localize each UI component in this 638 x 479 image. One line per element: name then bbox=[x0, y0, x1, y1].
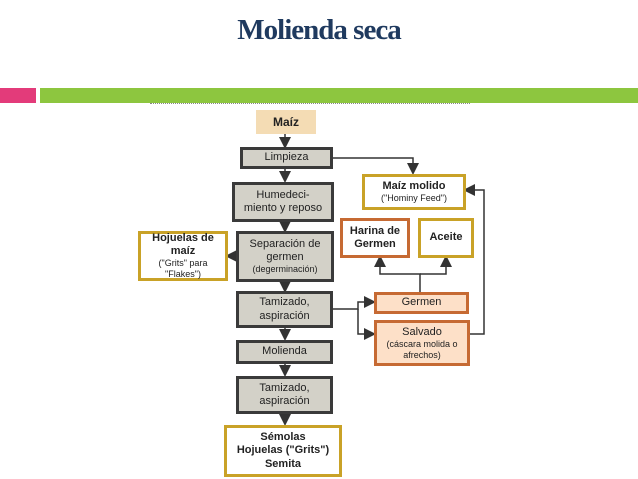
box-molienda: Molienda bbox=[236, 340, 333, 364]
box-aceite-label: Aceite bbox=[429, 231, 463, 244]
box-salvado-label: Salvado bbox=[402, 325, 442, 338]
box-separacion: Separación de germen (degerminación) bbox=[236, 231, 334, 282]
arrow-tamiz1-salvado bbox=[357, 309, 376, 340]
accent-bar-pink bbox=[0, 88, 36, 103]
box-germen-label: Germen bbox=[401, 296, 442, 309]
box-semolas: Sémolas Hojuelas ("Grits") Semita bbox=[224, 425, 342, 477]
arrow-limpieza-maizmolido bbox=[333, 157, 419, 175]
box-limpieza-label: Limpieza bbox=[264, 151, 309, 164]
arrow-germen-aceite bbox=[420, 255, 452, 275]
box-harina-label: Harina de Germen bbox=[349, 224, 401, 250]
box-maiz-molido: Maíz molido ("Hominy Feed") bbox=[362, 174, 466, 210]
slide-title: Molienda seca bbox=[237, 14, 401, 46]
box-maiz-molido-sub: ("Hominy Feed") bbox=[381, 193, 447, 204]
box-maiz-molido-label: Maíz molido bbox=[382, 180, 446, 192]
arrow-salvado-maizmolido bbox=[463, 184, 485, 335]
box-molienda-label: Molienda bbox=[262, 345, 307, 358]
box-salvado: Salvado (cáscara molida o afrechos) bbox=[374, 320, 470, 366]
box-tamizado-2-label: Tamizado, aspiración bbox=[259, 381, 310, 407]
box-semolas-label: Sémolas Hojuelas ("Grits") Semita bbox=[236, 431, 330, 470]
box-hojuelas: Hojuelas de maíz ("Grits" para "Flakes") bbox=[138, 231, 228, 281]
box-separacion-sub: (degerminación) bbox=[252, 264, 318, 275]
box-separacion-label: Separación de germen bbox=[249, 237, 321, 264]
divider-line bbox=[150, 103, 470, 106]
box-maiz: Maíz bbox=[256, 110, 316, 134]
box-germen: Germen bbox=[374, 292, 469, 314]
arrow-germen-harina bbox=[374, 255, 421, 292]
box-humedecimiento: Humedeci- miento y reposo bbox=[232, 182, 334, 222]
box-tamizado-2: Tamizado, aspiración bbox=[236, 376, 333, 414]
box-hojuelas-label: Hojuelas de maíz bbox=[152, 232, 214, 258]
box-harina-germen: Harina de Germen bbox=[340, 218, 410, 258]
box-tamizado-1: Tamizado, aspiración bbox=[236, 291, 333, 328]
box-aceite: Aceite bbox=[418, 218, 474, 258]
box-hojuelas-sub: ("Grits" para "Flakes") bbox=[158, 258, 208, 280]
accent-bar-green bbox=[40, 88, 638, 103]
box-salvado-sub: (cáscara molida o afrechos) bbox=[386, 338, 458, 360]
arrow-tamiz1-germen bbox=[333, 296, 376, 310]
box-humedecimiento-label: Humedeci- miento y reposo bbox=[243, 188, 323, 214]
box-maiz-label: Maíz bbox=[272, 114, 299, 129]
box-tamizado-1-label: Tamizado, aspiración bbox=[259, 296, 310, 322]
box-limpieza: Limpieza bbox=[240, 147, 333, 169]
